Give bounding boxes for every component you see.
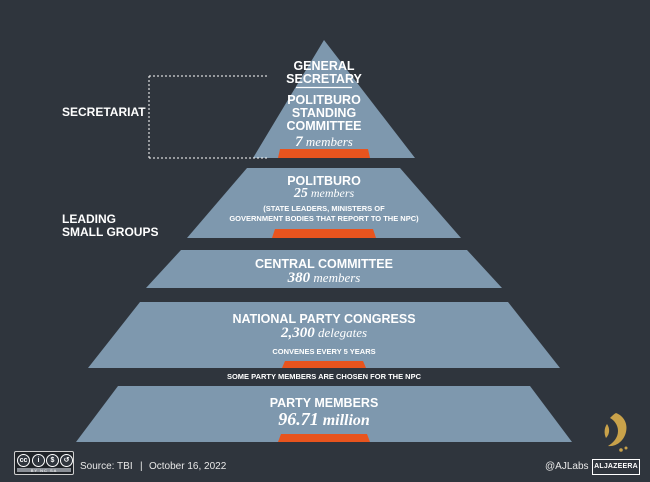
congress-accent <box>282 361 366 368</box>
tier-congress-shape <box>88 302 560 368</box>
secretariat-label: SECRETARIAT <box>62 105 146 119</box>
cc-icon: cc <box>17 454 30 467</box>
standing-committee-count: 7 members <box>295 134 353 150</box>
aljazeera-wordmark: ALJAZEERA <box>592 459 640 475</box>
central-committee-title: CENTRAL COMMITTEE <box>255 257 393 271</box>
sharealike-icon: ↺ <box>60 454 73 467</box>
central-committee-count: 380 members <box>287 270 361 286</box>
congress-count: 2,300 delegates <box>280 325 368 341</box>
noncommercial-icon: $ <box>46 454 59 467</box>
politburo-accent <box>272 229 376 238</box>
license-text: BY NC SA <box>30 468 58 473</box>
party-members-count: 96.71 million <box>278 409 370 429</box>
license-bar <box>17 468 71 472</box>
congress-note: CONVENES EVERY 5 YEARS <box>272 347 376 356</box>
tier-politburo-shape <box>187 168 461 238</box>
source-label: Source: TBI <box>80 461 133 472</box>
party-members-accent <box>278 434 370 442</box>
info-icon: i <box>32 454 45 467</box>
politburo-title: POLITBURO <box>287 174 361 188</box>
creative-commons-badge: cc i $ ↺ BY NC SA <box>14 451 74 475</box>
footer-separator: | <box>140 461 143 472</box>
congress-title: NATIONAL PARTY CONGRESS <box>232 312 416 326</box>
apex-accent <box>278 149 370 158</box>
npc-caption: SOME PARTY MEMBERS ARE CHOSEN FOR THE NP… <box>226 372 422 381</box>
party-members-title: PARTY MEMBERS <box>269 396 379 410</box>
tier-central-committee-shape <box>146 250 502 288</box>
date-label: October 16, 2022 <box>149 461 227 472</box>
aljazeera-logo-icon <box>604 413 628 452</box>
tier-apex-shape <box>253 40 415 158</box>
ajlabs-handle: @AJLabs <box>545 461 589 472</box>
secretariat-bracket <box>148 75 268 159</box>
politburo-count: 25 members <box>293 186 355 201</box>
tier-party-members-shape <box>76 386 572 442</box>
